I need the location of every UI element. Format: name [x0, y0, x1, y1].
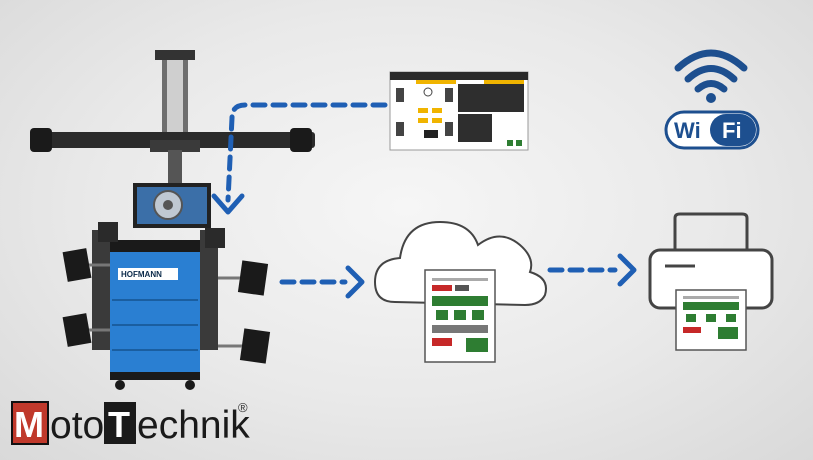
machine-cabinet [110, 240, 200, 375]
arrow-screen-to-machine [225, 102, 388, 203]
report-document [424, 269, 496, 363]
mototechnik-logo: M oto T echnik ® [11, 400, 250, 447]
logo-letter-t: T [108, 404, 130, 445]
printer-icon [648, 212, 774, 351]
wifi-text-fi: Fi [722, 118, 742, 143]
wheel-target-clamps [62, 222, 271, 364]
logo-m-box [11, 401, 49, 445]
data-flow-arrows [225, 102, 618, 285]
machine-brand-label: HOFMANN [121, 270, 162, 279]
logo-text-echnik: echnik [137, 404, 250, 447]
logo-letter-m: M [14, 404, 44, 445]
alignment-screen-thumbnail [389, 71, 529, 151]
wheel-alignment-machine: HOFMANN [30, 50, 315, 390]
logo-registered-mark: ® [238, 400, 248, 415]
arrowhead-right-1 [345, 265, 365, 299]
wifi-text-wi: Wi [674, 118, 701, 143]
arrowhead-down [211, 193, 245, 215]
logo-text-oto: oto [50, 404, 104, 447]
logo-t-box [104, 402, 136, 444]
cloud-icon [373, 220, 547, 307]
arrowhead-right-2 [617, 253, 637, 287]
wifi-icon: Wi Fi [664, 49, 760, 150]
